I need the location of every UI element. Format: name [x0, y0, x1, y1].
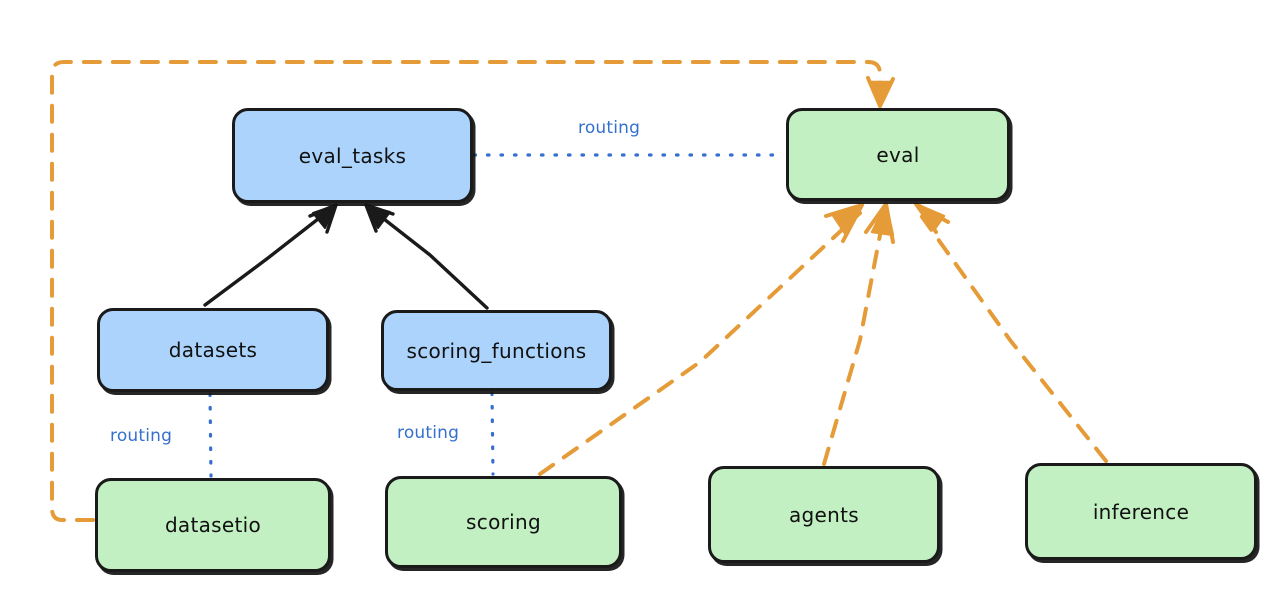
node-datasetio[interactable]: datasetio [95, 478, 331, 572]
edge-label-routing-scoring_functions-scoring: routing [397, 423, 460, 443]
node-inference[interactable]: inference [1025, 463, 1257, 560]
node-label-scoring_functions: scoring_functions [406, 338, 587, 363]
node-label-eval: eval [876, 142, 920, 167]
edge-datasets-to-datasetio [208, 392, 213, 478]
node-label-agents: agents [789, 502, 859, 527]
edge-scoring_functions-to-scoring [490, 391, 495, 476]
node-datasets[interactable]: datasets [97, 308, 329, 392]
edge-datasetio-to-eval [50, 60, 895, 522]
node-label-datasetio: datasetio [164, 513, 262, 537]
edge-datasets-to-eval_tasks [203, 203, 338, 307]
node-label-eval_tasks: eval_tasks [298, 143, 407, 168]
edge-label-routing-eval_tasks-eval: routing [578, 118, 641, 138]
node-label-inference: inference [1092, 499, 1190, 524]
edge-scoring-to-eval [538, 203, 864, 476]
edge-inference-to-eval [914, 202, 1108, 463]
edge-scoring_functions-to-eval_tasks [364, 203, 489, 310]
node-scoring_functions[interactable]: scoring_functions [381, 310, 612, 391]
edge-label-routing-datasets-datasetio: routing [110, 426, 173, 446]
node-agents[interactable]: agents [708, 466, 940, 563]
edge-agents-to-eval [822, 202, 895, 466]
node-scoring[interactable]: scoring [385, 476, 622, 568]
node-eval[interactable]: eval [786, 108, 1010, 201]
node-label-datasets: datasets [168, 338, 258, 362]
node-label-scoring: scoring [466, 510, 541, 534]
node-eval_tasks[interactable]: eval_tasks [232, 108, 473, 203]
